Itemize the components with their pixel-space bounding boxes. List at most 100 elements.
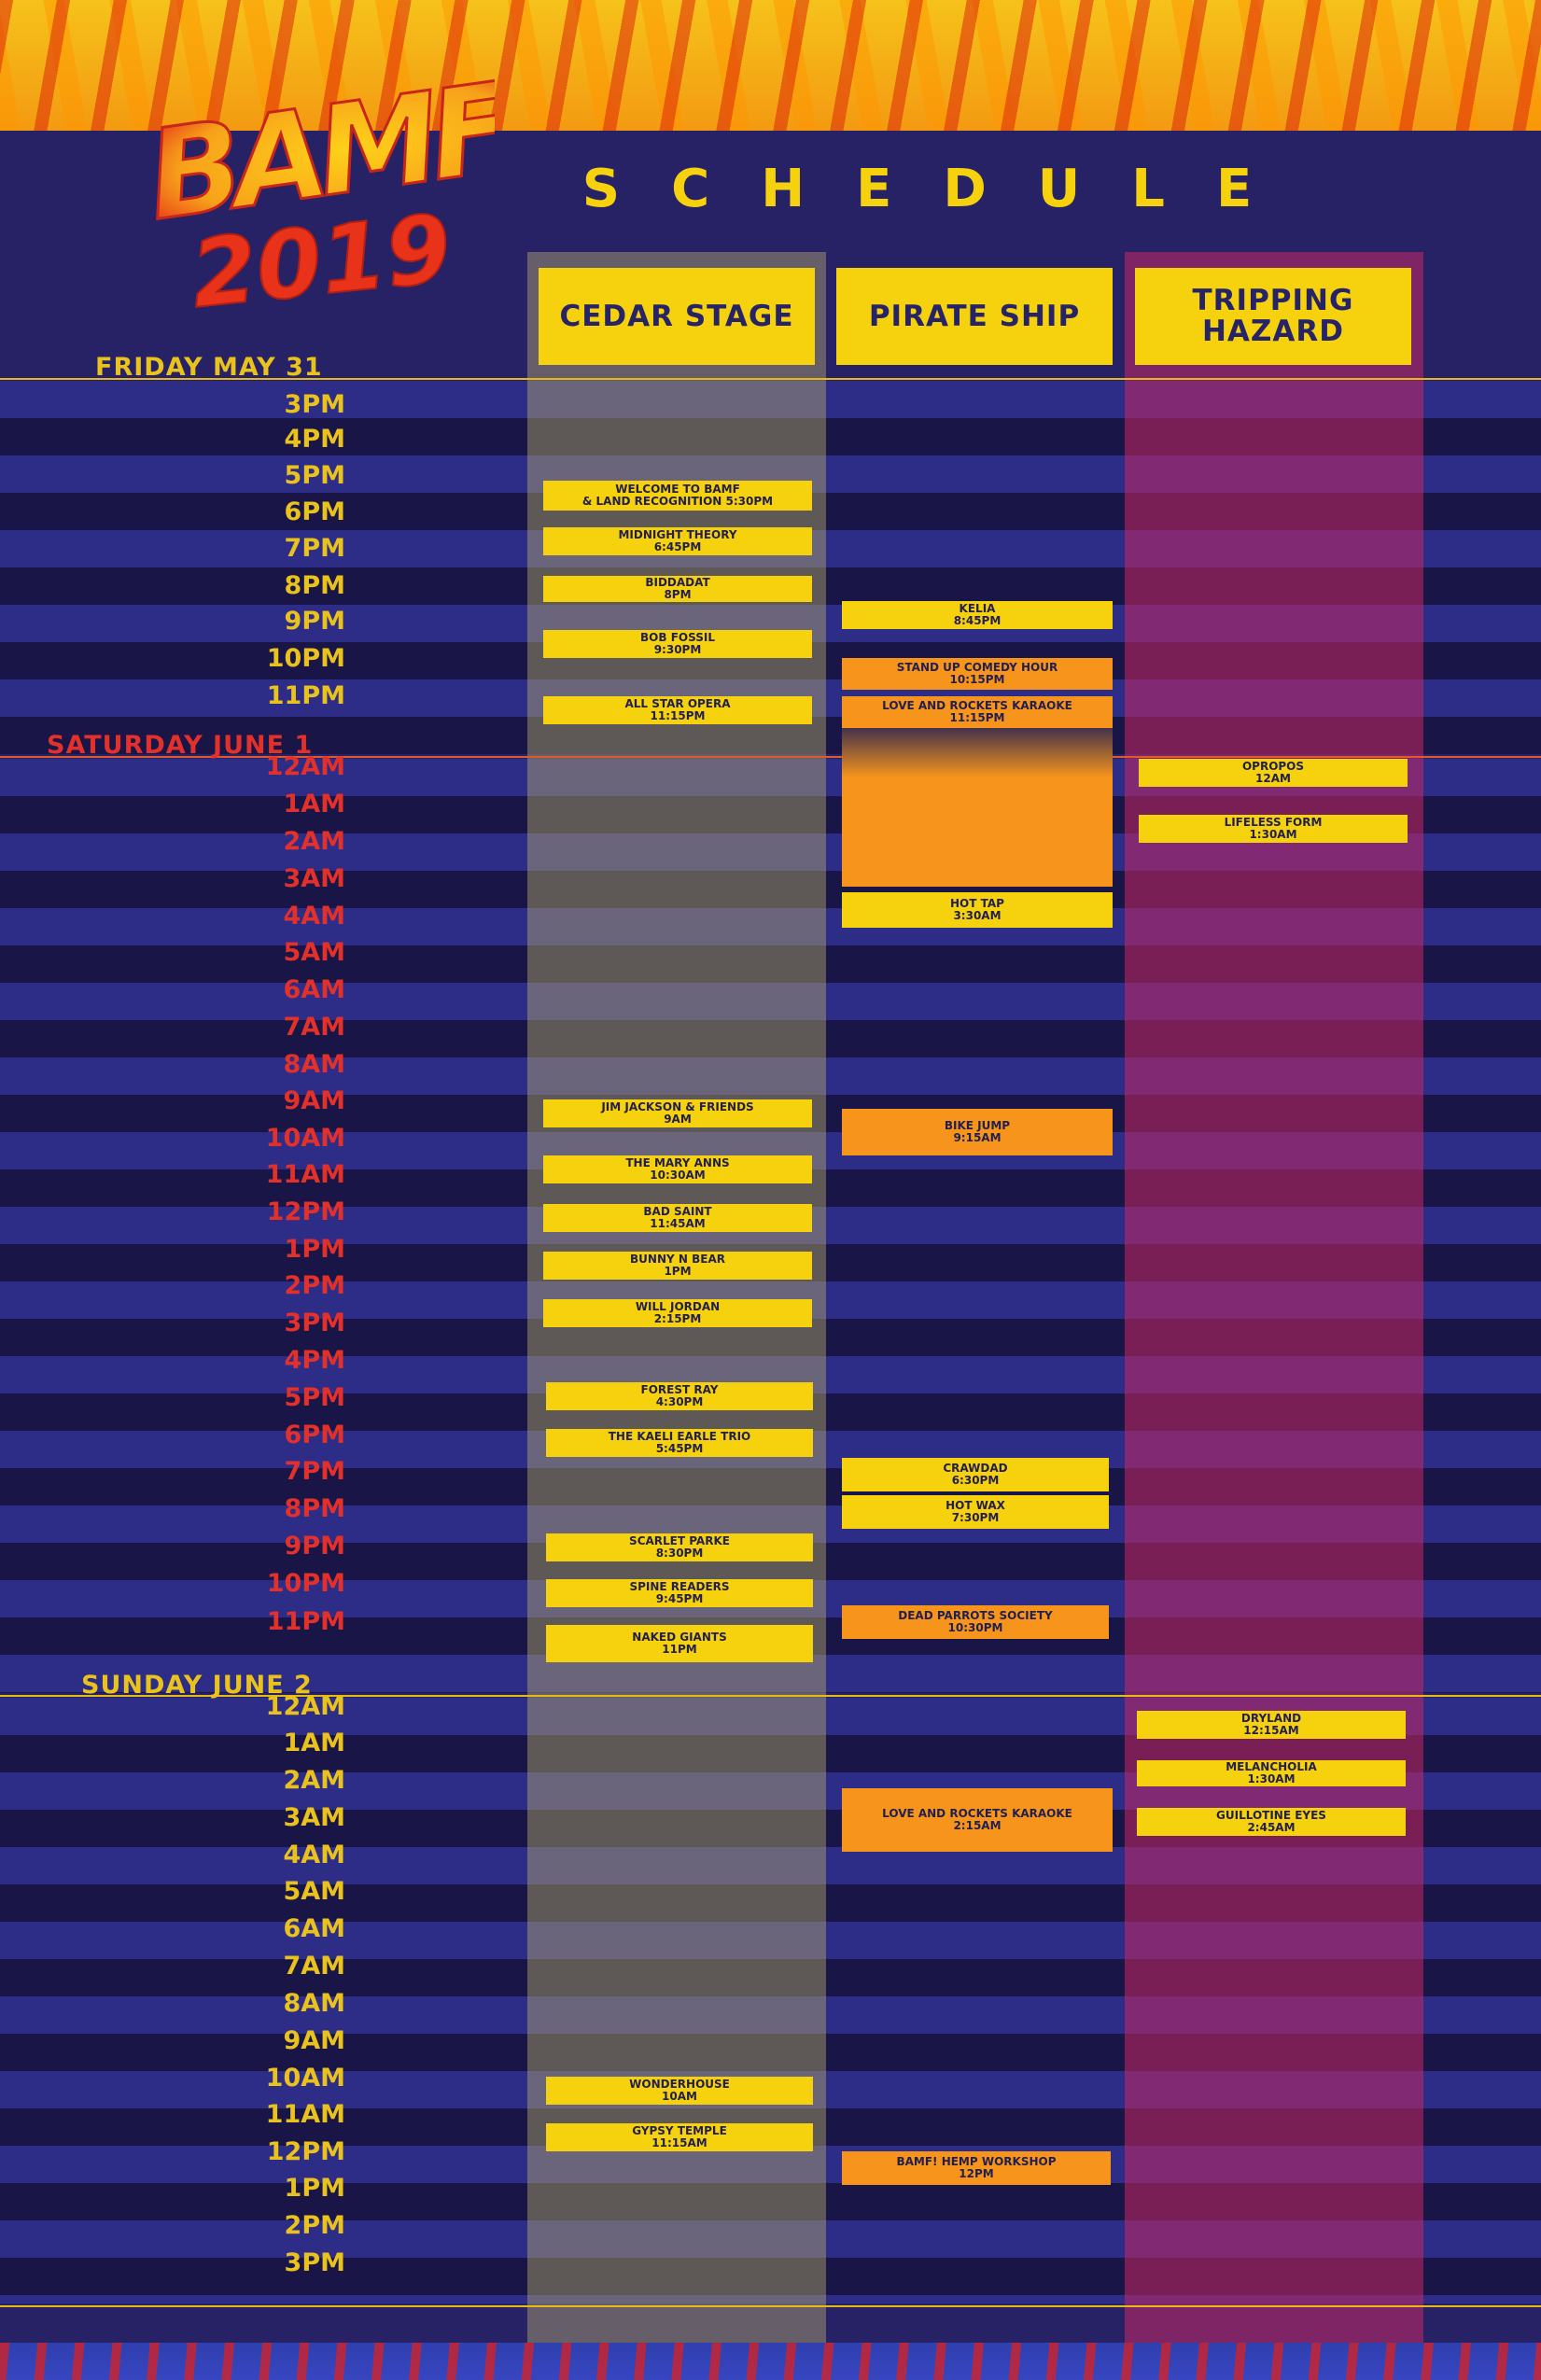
event-name: WILL JORDAN: [635, 1300, 721, 1314]
event-time: 11:45AM: [650, 1217, 706, 1230]
event-time: 8:30PM: [655, 1547, 704, 1560]
event-name: NAKED GIANTS: [632, 1631, 727, 1645]
time-label: 2AM: [283, 827, 345, 856]
event-time: 3:30AM: [953, 909, 1002, 922]
time-label: 5AM: [283, 938, 345, 967]
event-time: 2:45AM: [1247, 1821, 1296, 1834]
venue-header-pirate-ship: PIRATE SHIP: [836, 268, 1113, 365]
day-divider-friday: [0, 378, 1541, 380]
event-name: LOVE AND ROCKETS KARAOKE: [882, 699, 1072, 713]
time-label: 8PM: [284, 571, 345, 600]
event-name: STAND UP COMEDY HOUR: [896, 661, 1058, 675]
time-label: 11PM: [266, 1607, 345, 1636]
time-label: 1PM: [284, 1235, 345, 1264]
event-name: SPINE READERS: [629, 1580, 730, 1594]
event-time: 2:15PM: [653, 1312, 702, 1325]
time-label: 8PM: [284, 1494, 345, 1523]
time-label: 7AM: [283, 1952, 345, 1981]
event-time: 1:30AM: [1247, 1772, 1296, 1785]
event-name: SCARLET PARKE: [629, 1534, 730, 1548]
event-name: BIKE JUMP: [944, 1119, 1011, 1133]
time-label: 6PM: [284, 497, 345, 526]
event-name: CRAWDAD: [943, 1462, 1008, 1476]
event-time: 5:45PM: [655, 1442, 704, 1455]
time-label: 1PM: [284, 2174, 345, 2203]
time-label: 6PM: [284, 1421, 345, 1449]
event-time: 11PM: [662, 1643, 697, 1656]
event-time: 11:15PM: [650, 709, 706, 722]
event-time: 11:15PM: [949, 711, 1005, 724]
event-name: DRYLAND: [1240, 1712, 1302, 1726]
page-title: SCHEDULE: [581, 159, 1304, 219]
time-label: 7PM: [284, 1457, 345, 1486]
event-name: THE MARY ANNS: [625, 1156, 730, 1170]
time-label: 2PM: [284, 2211, 345, 2240]
time-label: 9PM: [284, 607, 345, 636]
event-time: 10AM: [662, 2090, 697, 2103]
event-time: 7:30PM: [951, 1511, 1000, 1524]
top-paint-texture: [0, 0, 1541, 131]
event-name: BAD SAINT: [643, 1205, 712, 1219]
event-name: BIDDADAT: [645, 576, 710, 590]
time-label: 4PM: [284, 425, 345, 454]
event-name: LIFELESS FORM: [1224, 816, 1323, 830]
hour-stripe: [0, 2295, 1541, 2303]
time-label: 4AM: [283, 902, 345, 931]
day-label-friday: FRIDAY MAY 31: [95, 353, 323, 382]
event-time: 6:45PM: [653, 540, 702, 553]
time-label: 7PM: [284, 534, 345, 563]
event-time: 11:15AM: [651, 2136, 707, 2149]
time-label: 3AM: [283, 864, 345, 893]
event-name: WONDERHOUSE: [629, 2078, 730, 2092]
event-cedar: WELCOME TO BAMF & LAND RECOGNITION 5:30P…: [543, 481, 812, 511]
event-time: 9:45PM: [655, 1592, 704, 1605]
time-label: 10PM: [266, 1569, 345, 1598]
time-label: 11PM: [266, 681, 345, 710]
event-name: OPROPOS: [1241, 760, 1305, 774]
bottom-paint-texture: [0, 2343, 1541, 2380]
event-name: BAMF! HEMP WORKSHOP: [896, 2155, 1057, 2169]
event-name: BOB FOSSIL: [640, 631, 715, 645]
event-time: 10:15PM: [949, 673, 1005, 686]
time-label: 2AM: [283, 1766, 345, 1795]
time-label: 3AM: [283, 1803, 345, 1832]
time-label: 10AM: [265, 2064, 345, 2093]
event-name: LOVE AND ROCKETS KARAOKE: [882, 1807, 1072, 1821]
event-name: HOT WAX: [946, 1499, 1005, 1513]
time-label: 12AM: [265, 1692, 345, 1721]
bamf-logo: BAMF! 2019: [140, 56, 495, 317]
event-time: 10:30PM: [947, 1621, 1003, 1634]
event-name: GUILLOTINE EYES: [1216, 1809, 1326, 1823]
time-label: 3PM: [284, 2248, 345, 2277]
time-label: 2PM: [284, 1271, 345, 1300]
event-name: DEAD PARROTS SOCIETY: [898, 1609, 1053, 1623]
event-name: MIDNIGHT THEORY: [618, 528, 737, 542]
time-label: 11AM: [265, 1160, 345, 1189]
karaoke-extended-block: [842, 719, 1113, 887]
day-label-sunday: SUNDAY JUNE 2: [81, 1671, 313, 1700]
venue-header-tripping-hazard: TRIPPING HAZARD: [1135, 268, 1411, 365]
time-label: 3PM: [284, 1309, 345, 1337]
time-label: 12PM: [266, 1197, 345, 1226]
day-divider-saturday: [0, 756, 1541, 758]
